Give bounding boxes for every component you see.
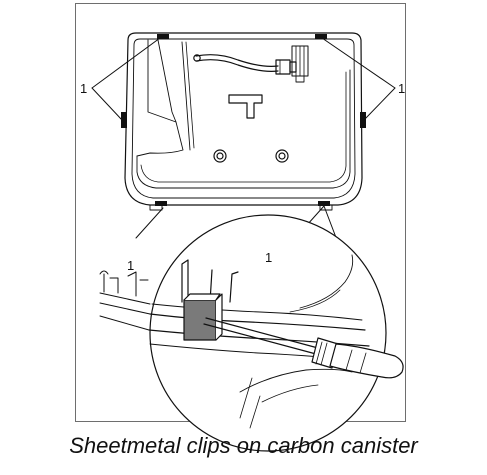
detail-magnifier: [148, 214, 387, 452]
callout-label-top-left: 1: [80, 81, 88, 96]
detail-rim-extension: [99, 270, 151, 331]
callout-label-detail-clip: 1: [265, 250, 273, 265]
figure-caption: Sheetmetal clips on carbon canister: [69, 433, 418, 458]
canister-clip-markers: [121, 34, 366, 206]
screwdriver-icon: [203, 317, 404, 379]
callout-label-top-right: 1: [398, 81, 406, 96]
clip-detail: [183, 299, 217, 341]
canister-body: [124, 32, 363, 211]
callout-label-detail-left: 1: [127, 258, 135, 273]
